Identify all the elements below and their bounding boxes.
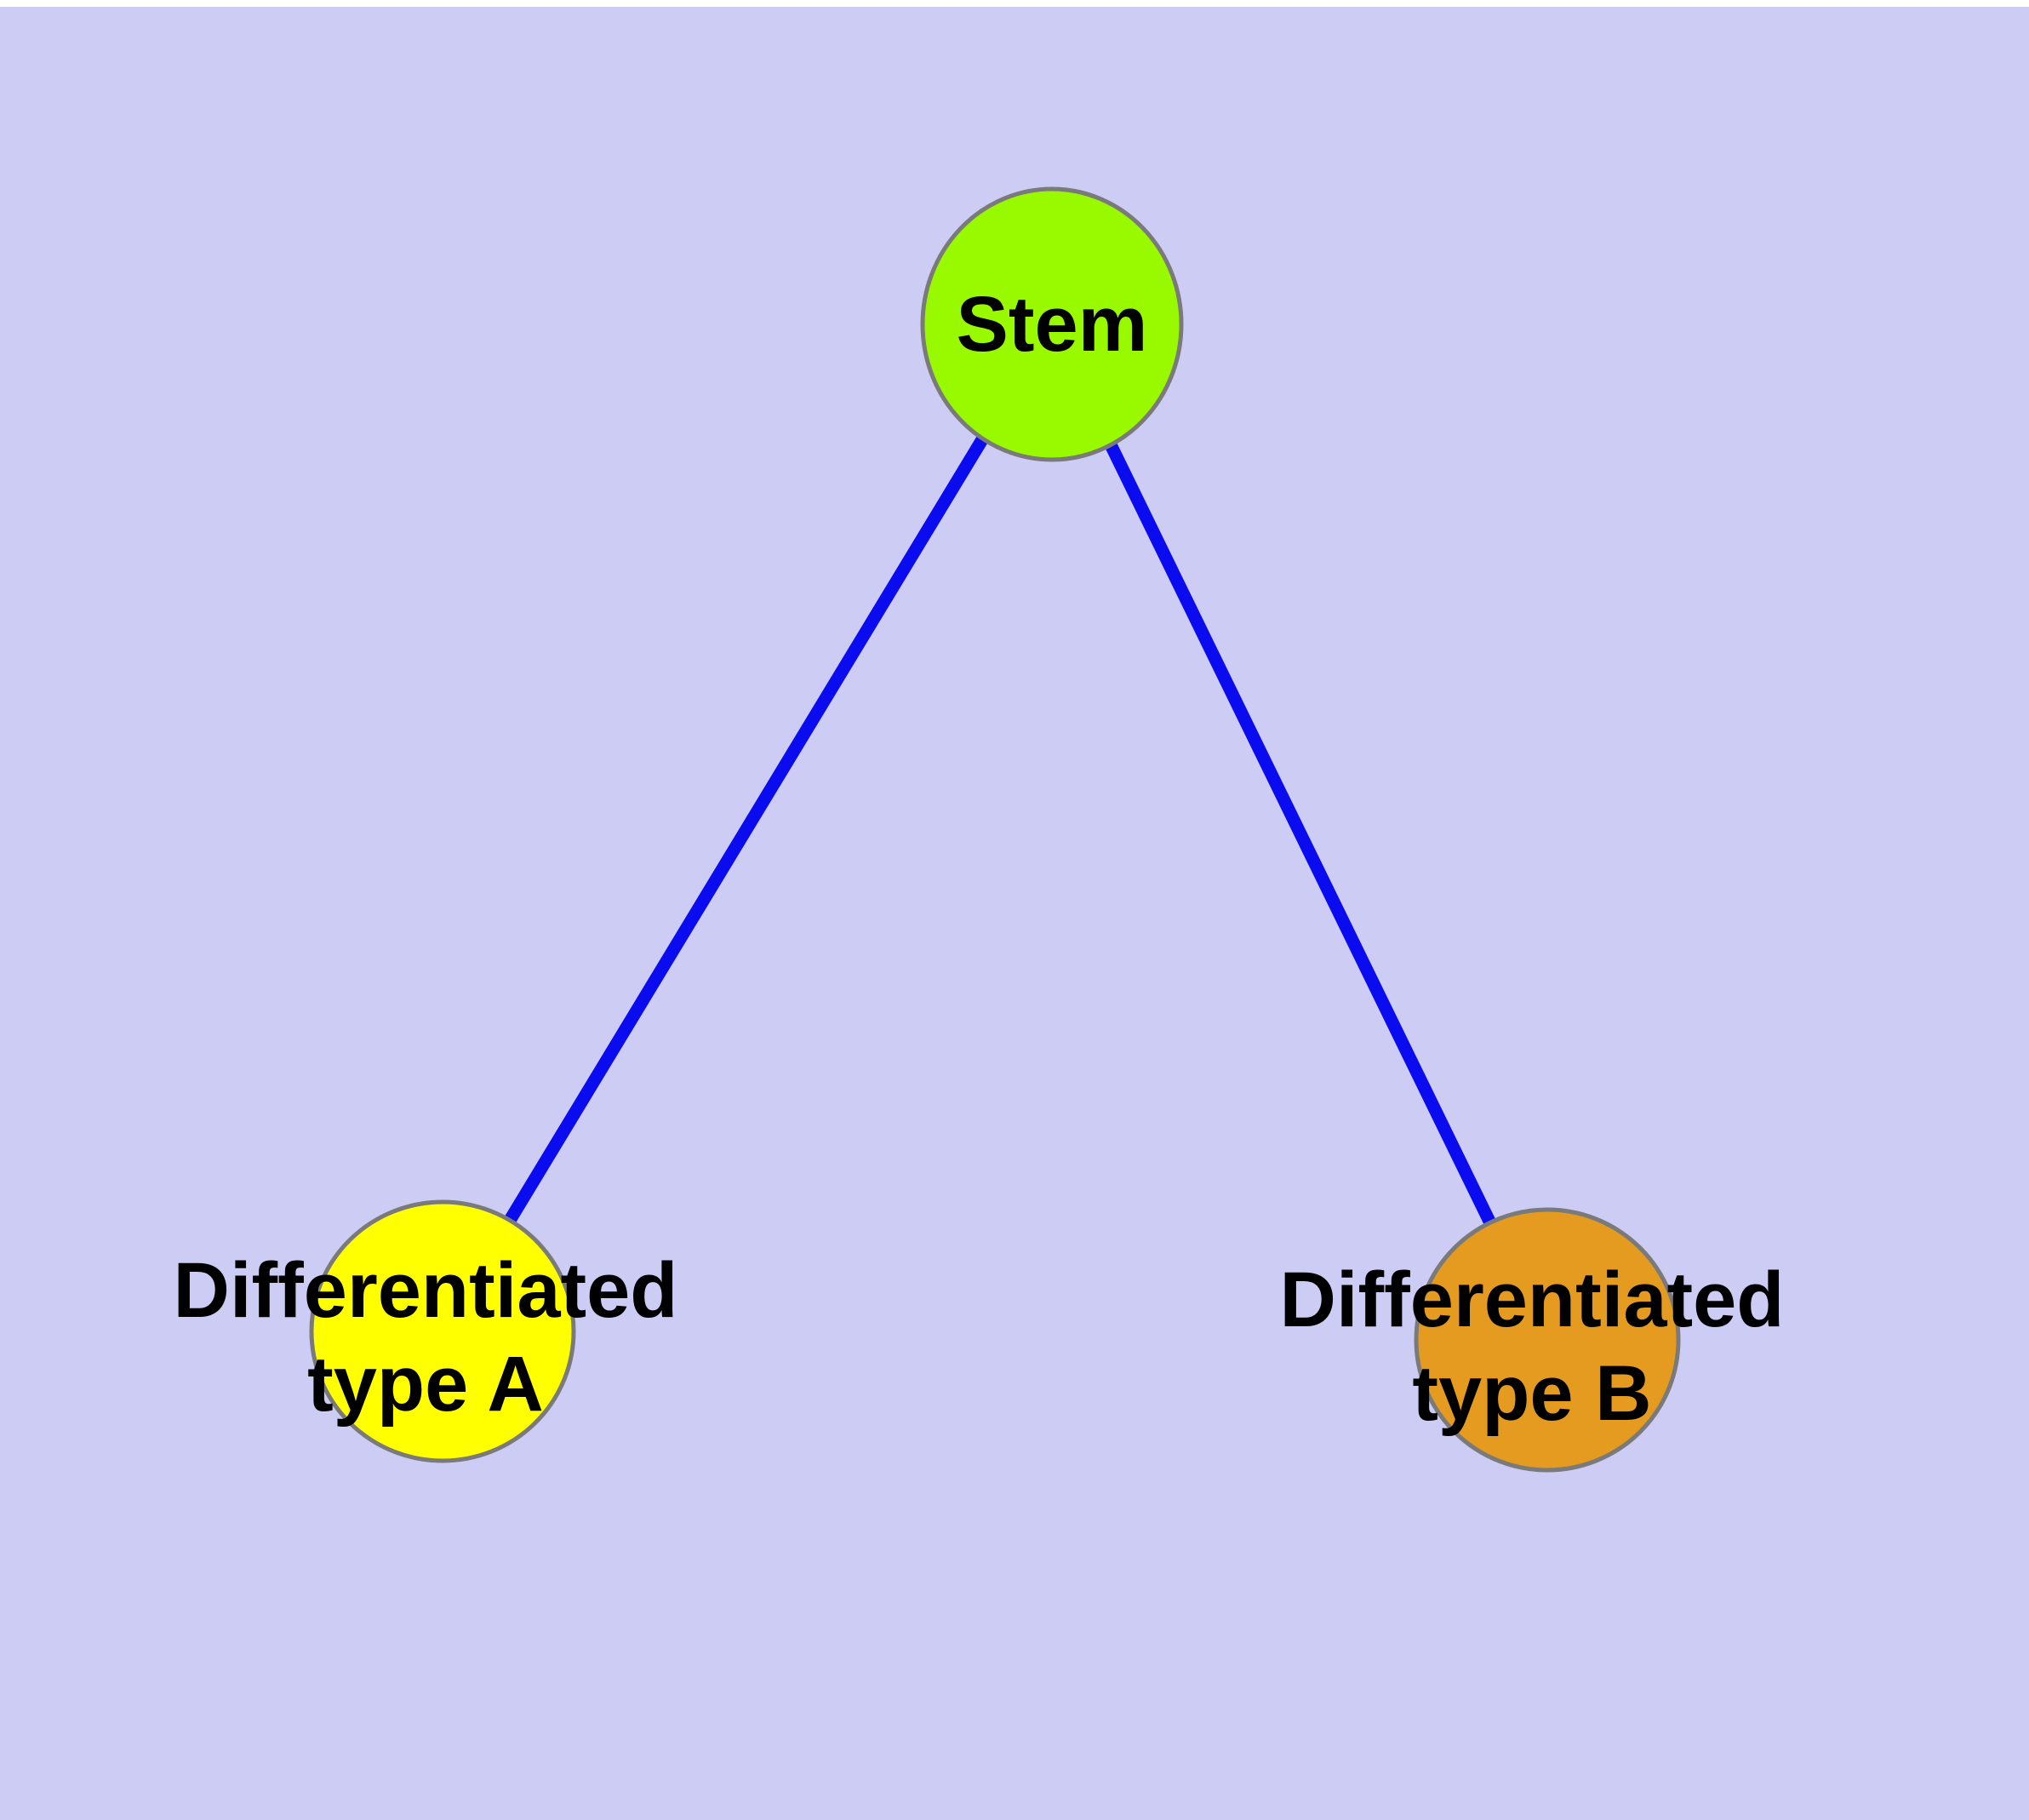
edge-stem-to-type-b xyxy=(1046,321,1553,1343)
node-differentiated-type-b: Differentiated type B xyxy=(1280,1207,1785,1473)
node-differentiated-type-a-label-line2: type A xyxy=(307,1341,544,1428)
node-differentiated-type-b-circle xyxy=(1414,1207,1681,1473)
node-differentiated-type-a-circle xyxy=(309,1199,576,1463)
node-differentiated-type-a-label-line1: Differentiated xyxy=(174,1247,678,1334)
node-stem-label: Stem xyxy=(957,281,1148,368)
node-differentiated-type-b-label-line2: type B xyxy=(1412,1350,1651,1437)
node-differentiated-type-a: Differentiated type A xyxy=(174,1199,678,1463)
node-stem-circle xyxy=(920,186,1184,462)
edge-stem-to-type-a xyxy=(437,321,1058,1335)
edges xyxy=(437,321,1553,1343)
node-differentiated-type-b-label-line1: Differentiated xyxy=(1280,1256,1785,1343)
node-stem: Stem xyxy=(920,186,1184,462)
